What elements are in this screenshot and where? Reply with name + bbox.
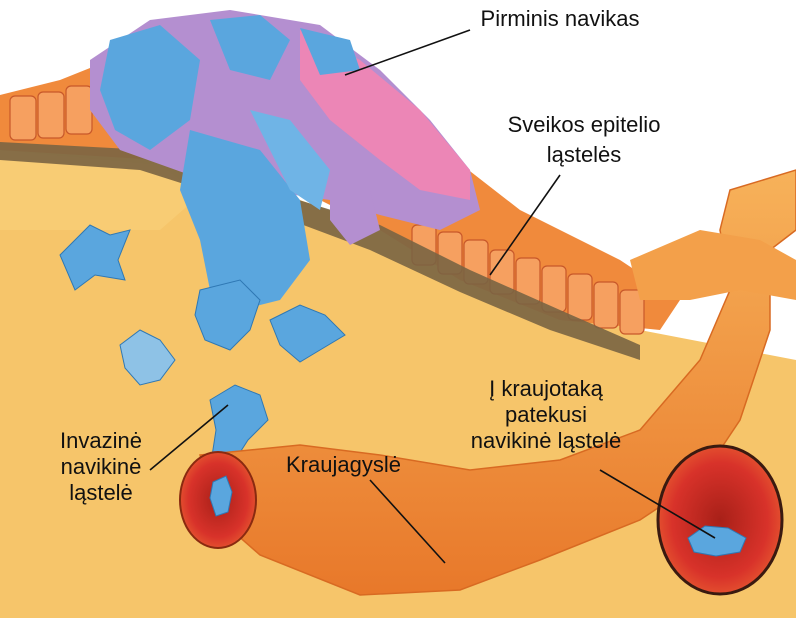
label-bloodstream-cell-line-2: patekusi (436, 402, 656, 428)
label-healthy-epithelium: Sveikos epitelio ląstelės (474, 110, 694, 170)
label-primary-tumor-text: Pirminis navikas (440, 6, 680, 32)
label-bloodstream-cell-line-1: Į kraujotaką (436, 376, 656, 402)
label-invasive-cell: Invazinė navikinė ląstelė (26, 428, 176, 506)
label-healthy-epithelium-line-2: ląstelės (474, 140, 694, 170)
label-primary-tumor: Pirminis navikas (440, 6, 680, 32)
label-blood-vessel: Kraujagyslė (286, 452, 446, 478)
label-blood-vessel-text: Kraujagyslė (286, 452, 446, 478)
label-invasive-cell-line-2: navikinė (26, 454, 176, 480)
label-invasive-cell-line-3: ląstelė (26, 480, 176, 506)
label-healthy-epithelium-line-1: Sveikos epitelio (474, 110, 694, 140)
label-bloodstream-cell: Į kraujotaką patekusi navikinė ląstelė (436, 376, 656, 454)
leader-line-primary-tumor (345, 30, 470, 75)
label-invasive-cell-line-1: Invazinė (26, 428, 176, 454)
label-bloodstream-cell-line-3: navikinė ląstelė (436, 428, 656, 454)
vessel-cross-section-right (658, 446, 782, 594)
